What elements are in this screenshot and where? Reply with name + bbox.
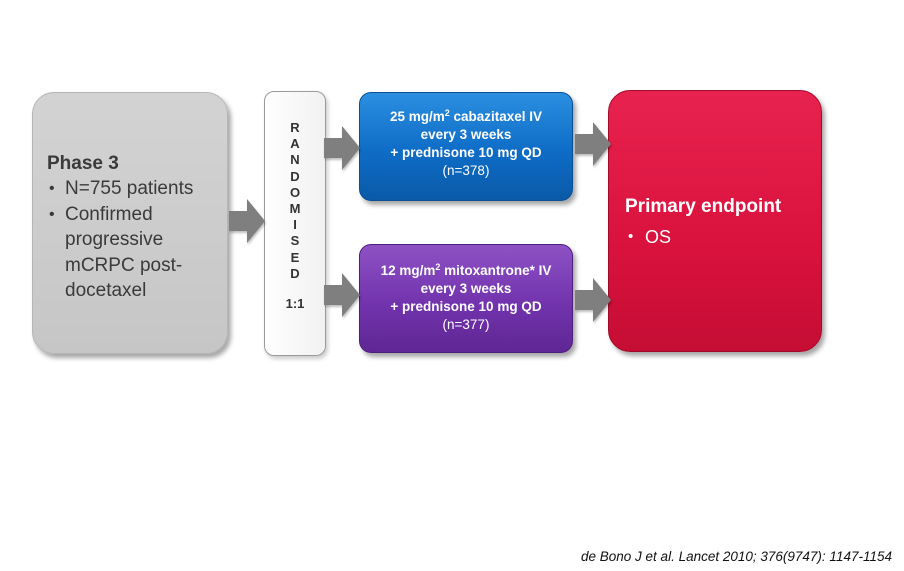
randomised-letter: D <box>290 265 300 281</box>
arm-drug-name: cabazitaxel IV <box>449 109 543 124</box>
arrow-right-icon <box>324 126 360 170</box>
arm-sample-size: (n=377) <box>442 317 490 332</box>
arrow-right-icon <box>229 199 265 243</box>
endpoint-box: Primary endpoint OS <box>608 90 822 352</box>
arm-sample-size: (n=378) <box>442 163 490 178</box>
phase-bullet-list: N=755 patients Confirmed progressive mCR… <box>47 176 217 304</box>
endpoint-bullet-list: OS <box>625 227 811 248</box>
randomised-letter: I <box>293 217 297 233</box>
arm-dose-line: 12 mg/m2 mitoxantrone* IV <box>360 262 572 280</box>
randomised-letter: N <box>290 152 300 168</box>
phase-bullet-patients: N=755 patients <box>47 176 217 202</box>
arm-dose-value: 25 mg/m <box>389 109 445 124</box>
citation: de Bono J et al. Lancet 2010; 376(9747):… <box>581 549 892 564</box>
arm-prednisone: + prednisone 10 mg QD <box>390 299 542 314</box>
mitoxantrone-arm-box: 12 mg/m2 mitoxantrone* IV every 3 weeks … <box>359 244 573 353</box>
arm-schedule: every 3 weeks <box>420 127 512 142</box>
randomised-letter: A <box>290 136 300 152</box>
randomisation-ratio: 1:1 <box>285 296 305 312</box>
randomised-letter: E <box>290 249 300 265</box>
randomised-letter: D <box>290 168 300 184</box>
cabazitaxel-arm-box: 25 mg/m2 cabazitaxel IV every 3 weeks + … <box>359 92 573 201</box>
arm-drug-name: mitoxantrone* IV <box>440 263 552 278</box>
arm-dose-superscript: 2 <box>444 108 450 118</box>
arm-dose-line: 25 mg/m2 cabazitaxel IV <box>360 108 572 126</box>
arm-dose-value: 12 mg/m <box>380 263 436 278</box>
endpoint-bullet-os: OS <box>625 227 811 248</box>
arm-prednisone: + prednisone 10 mg QD <box>390 145 542 160</box>
phase-title: Phase 3 <box>47 153 119 174</box>
randomised-letter: S <box>290 233 300 249</box>
randomised-letter: M <box>289 201 301 217</box>
phase-box: Phase 3 N=755 patients Confirmed progres… <box>32 92 228 354</box>
randomised-letter: R <box>290 120 300 135</box>
endpoint-title: Primary endpoint <box>625 196 782 217</box>
arrow-right-icon <box>575 122 611 166</box>
randomised-letter: O <box>289 184 301 200</box>
arm-dose-superscript: 2 <box>435 262 441 272</box>
phase-bullet-population: Confirmed progressive mCRPC post-docetax… <box>47 202 217 304</box>
arm-schedule: every 3 weeks <box>420 281 512 296</box>
arrow-right-icon <box>575 278 611 322</box>
randomised-box: R A N D O M I S E D 1:1 <box>264 91 326 356</box>
randomised-label: R A N D O M I S E D <box>265 120 325 282</box>
arrow-right-icon <box>324 273 360 317</box>
